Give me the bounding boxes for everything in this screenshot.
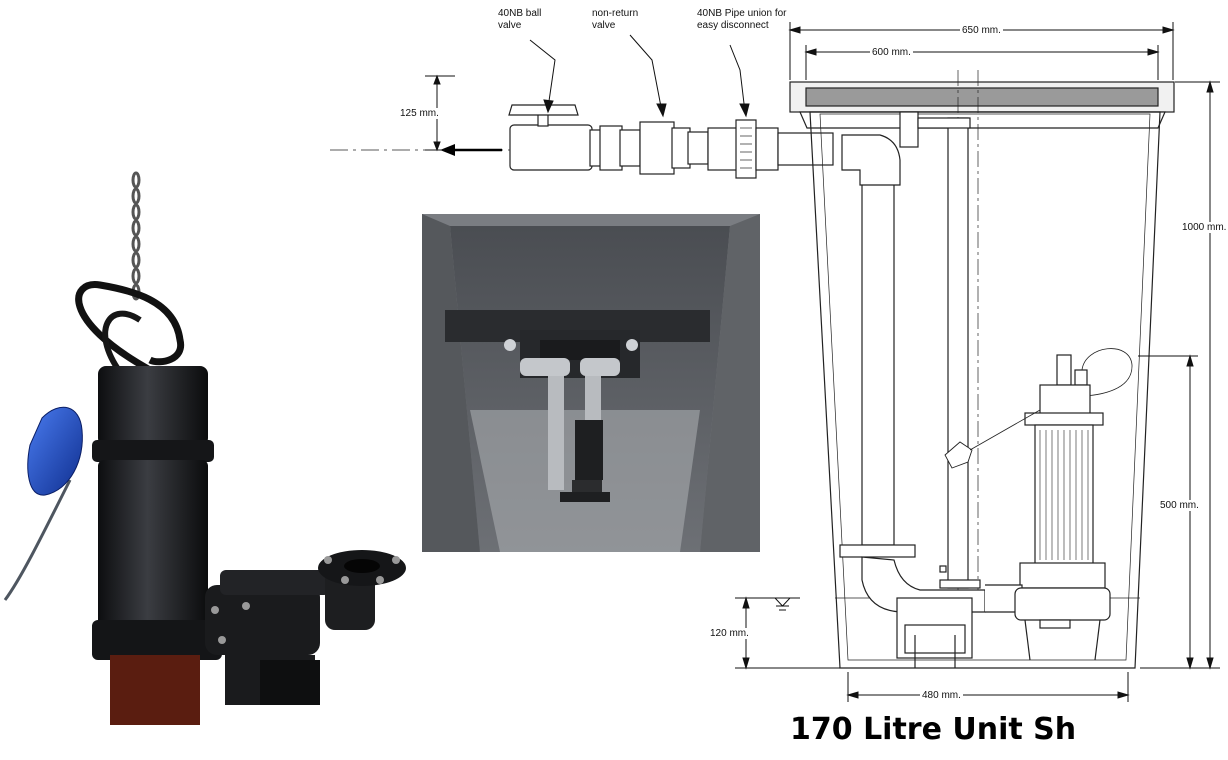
dim-1000: 1000 mm. [1180, 222, 1228, 233]
tank-interior-photo [422, 214, 760, 552]
tank-section-drawing [789, 70, 1175, 669]
lifting-chain [131, 171, 141, 301]
float-switch [27, 406, 83, 496]
pump-base [110, 655, 200, 725]
pump-volute [205, 585, 320, 655]
pipe-union-label: 40NB Pipe union for easy disconnect [697, 8, 787, 31]
guide-rail [947, 117, 969, 589]
riser-pipe [861, 182, 895, 546]
tank-wall [809, 111, 1161, 669]
pump-motor [98, 460, 208, 630]
ball-valve-handle [508, 104, 579, 116]
dim-120: 120 mm. [708, 628, 751, 639]
dim-650: 650 mm. [960, 25, 1003, 36]
unit-caption: 170 Litre Unit Sh [790, 712, 1077, 747]
pump-outline [1056, 354, 1072, 386]
non-return-valve-label: non-return valve [592, 8, 639, 31]
flow-arrow [440, 144, 502, 156]
ball-valve-label: 40NB ball valve [498, 8, 542, 31]
dim-480: 480 mm. [920, 690, 963, 701]
ball-valve [509, 124, 593, 171]
non-return-valve [639, 121, 675, 175]
pipe-union [735, 119, 757, 179]
leader-lines [529, 34, 750, 118]
power-cable [75, 281, 185, 374]
dim-500: 500 mm. [1158, 500, 1201, 511]
dim-600: 600 mm. [870, 47, 913, 58]
dim-125: 125 mm. [398, 108, 441, 119]
float-outline [944, 441, 973, 469]
float-cable [3, 479, 72, 601]
pump-photo [3, 171, 406, 725]
guide-rail-left [548, 370, 564, 490]
discharge-pipework [330, 104, 834, 179]
